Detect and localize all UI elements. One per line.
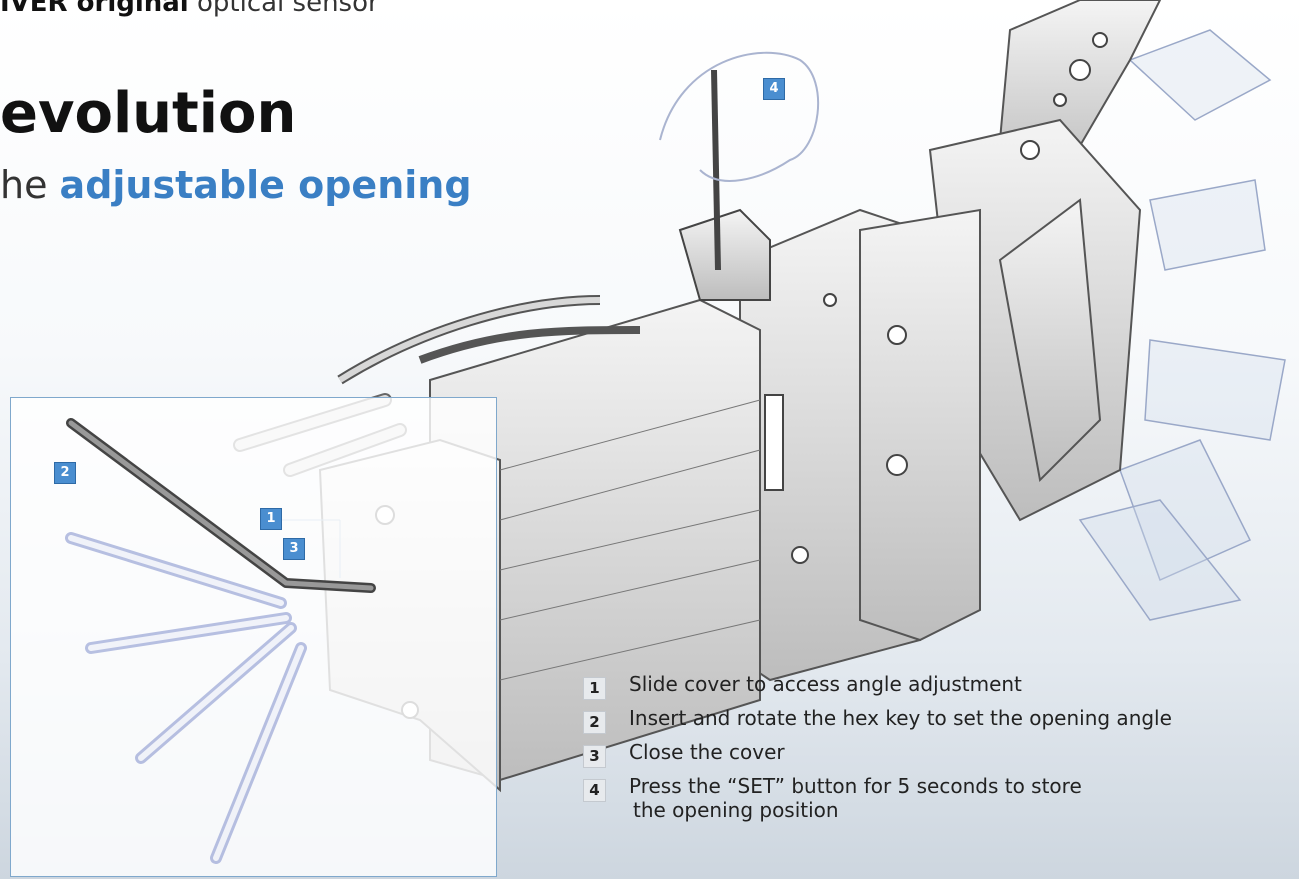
hex-key-inset [10, 397, 497, 877]
callout-2-badge: 2 [54, 462, 76, 484]
step-number: 3 [583, 745, 606, 768]
step-number: 4 [583, 779, 606, 802]
step-number: 2 [583, 711, 606, 734]
hex-key-positions-icon [65, 418, 376, 864]
step-3: 3 Close the cover [583, 740, 1293, 774]
subtitle-accent: adjustable opening [59, 163, 472, 207]
step-text: Insert and rotate the hex key to set the… [629, 706, 1172, 730]
page-title: evolution [0, 81, 297, 146]
subtitle-prefix: he [0, 163, 60, 207]
callout-1-badge: 1 [260, 508, 282, 530]
step-text: Close the cover [629, 740, 785, 764]
step-text-line1: Press the “SET” button for 5 seconds to … [629, 774, 1082, 798]
step-4: 4 Press the “SET” button for 5 seconds t… [583, 774, 1293, 834]
tagline-rest: optical sensor [188, 0, 379, 18]
product-tagline: IVER original optical sensor [0, 0, 379, 18]
step-1: 1 Slide cover to access angle adjustment [583, 672, 1293, 706]
instruction-steps: 1 Slide cover to access angle adjustment… [583, 672, 1293, 834]
step-text: Slide cover to access angle adjustment [629, 672, 1022, 696]
page-subtitle: he adjustable opening [0, 166, 472, 204]
step-text: Press the “SET” button for 5 seconds to … [629, 774, 1189, 822]
tagline-bold: IVER original [0, 0, 189, 18]
step-2: 2 Insert and rotate the hex key to set t… [583, 706, 1293, 740]
step-text-line2: the opening position [633, 798, 839, 822]
step-number: 1 [583, 677, 606, 700]
callout-4-badge: 4 [763, 78, 785, 100]
callout-3-badge: 3 [283, 538, 305, 560]
